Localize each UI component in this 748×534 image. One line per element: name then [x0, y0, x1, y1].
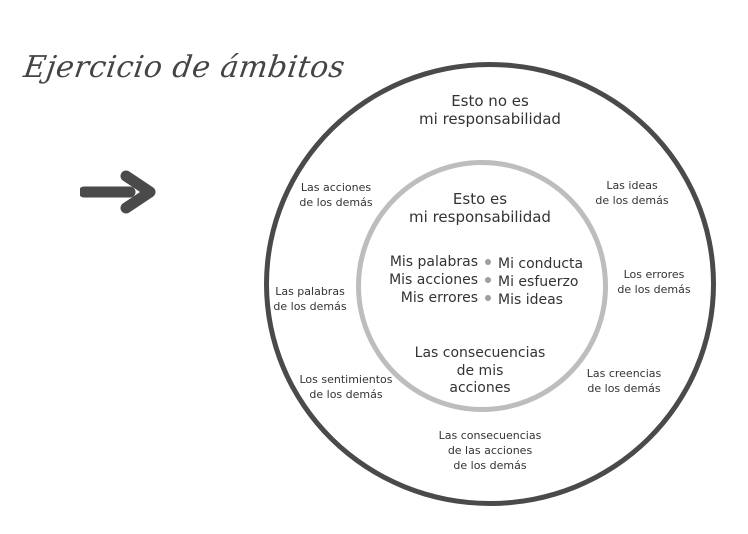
inner-item-errores: Mis errores [400, 290, 478, 306]
inner-list-right: Mi conducta Mi esfuerzo Mis ideas [498, 255, 598, 309]
outer-item-consecuencias: Las consecuencias de las acciones de los… [438, 429, 542, 472]
arrow-right-icon [80, 170, 156, 214]
inner-item-acciones: Mis acciones [389, 272, 478, 288]
inner-item-conducta: Mi conducta [498, 256, 584, 272]
outer-heading: Esto no es mi responsabilidad [419, 92, 561, 128]
inner-list-left: Mis palabras Mis acciones Mis errores [378, 253, 478, 307]
outer-item-ideas: Las ideas de los demás [595, 179, 669, 207]
outer-item-palabras: Las palabras de los demás [273, 285, 347, 313]
inner-circle [356, 160, 608, 412]
bullet-dot-icon [485, 259, 491, 265]
bullet-dot-icon [485, 277, 491, 283]
bullet-dot-icon [485, 295, 491, 301]
inner-heading: Esto es mi responsabilidad [409, 190, 551, 226]
outer-item-errores: Los errores de los demás [617, 268, 691, 296]
inner-item-palabras: Mis palabras [389, 254, 478, 270]
outer-circle [264, 62, 716, 506]
inner-item-ideas: Mis ideas [498, 292, 563, 308]
page-title: Ejercicio de ámbitos [21, 50, 348, 85]
bullet-dots [483, 253, 493, 313]
outer-item-sentimientos: Los sentimientos de los demás [299, 373, 393, 401]
inner-item-esfuerzo: Mi esfuerzo [498, 274, 579, 290]
outer-item-acciones: Las acciones de los demás [299, 181, 373, 209]
outer-item-creencias: Las creencias de los demás [586, 367, 662, 395]
inner-bottom: Las consecuencias de mis acciones [414, 345, 546, 396]
